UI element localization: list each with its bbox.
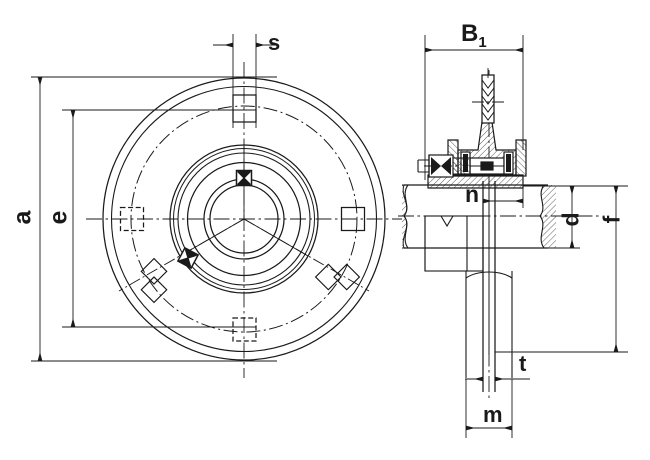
dimension-t [465, 350, 530, 392]
housing-base-hatch [428, 175, 523, 188]
set-screw-lower-left [176, 246, 200, 270]
bolt-hole-top [232, 94, 257, 123]
center-ray-lower-right [243, 218, 370, 292]
shaft-break-hatch-left [402, 184, 408, 249]
dim-label-f: f [598, 215, 625, 224]
center-ray-lower-left [118, 218, 245, 292]
flange-fillet-curve [465, 271, 513, 279]
dimension-n [482, 188, 524, 208]
dim-label-b1: B1 [461, 22, 487, 50]
keyway-vee [440, 215, 454, 228]
dim-label-d: d [557, 212, 584, 227]
shaft-break-hatch-right [540, 185, 556, 248]
bolt-hole-right [340, 206, 366, 232]
bolt-hole-bottom [232, 317, 257, 342]
dimension-f [495, 185, 628, 353]
bolt-hole-lower-right-pair [314, 263, 361, 291]
dim-label-b1-subscript: 1 [478, 33, 487, 51]
dim-label-e: e [44, 210, 73, 225]
dimension-s [213, 34, 276, 128]
thread-chevrons [481, 79, 495, 121]
bolt-hole-left [119, 206, 145, 232]
side-set-screw-head-a [431, 157, 441, 175]
side-screw-shank [418, 159, 429, 173]
bolt-hole-lower-left-pair [140, 257, 168, 304]
section-view-group [398, 68, 600, 400]
dimension-a [31, 76, 277, 362]
seal-right-fill [506, 154, 511, 172]
dim-label-m: m [483, 402, 503, 427]
rolling-element-ball [480, 161, 494, 171]
shaft-keyway-box [424, 215, 484, 272]
inner-race-outline [457, 121, 517, 177]
dim-label-t: t [519, 351, 527, 376]
dimension-b1 [424, 35, 524, 180]
dim-label-a: a [8, 210, 37, 225]
dim-label-n: n [465, 181, 480, 207]
insert-ring-right-hatch [516, 140, 526, 176]
set-screw-top [235, 169, 253, 187]
front-view-group [86, 62, 402, 378]
dim-label-s: s [268, 30, 281, 55]
dim-label-b1-base: B [461, 20, 479, 47]
dimension-m [465, 379, 513, 438]
dimension-e [62, 109, 256, 328]
